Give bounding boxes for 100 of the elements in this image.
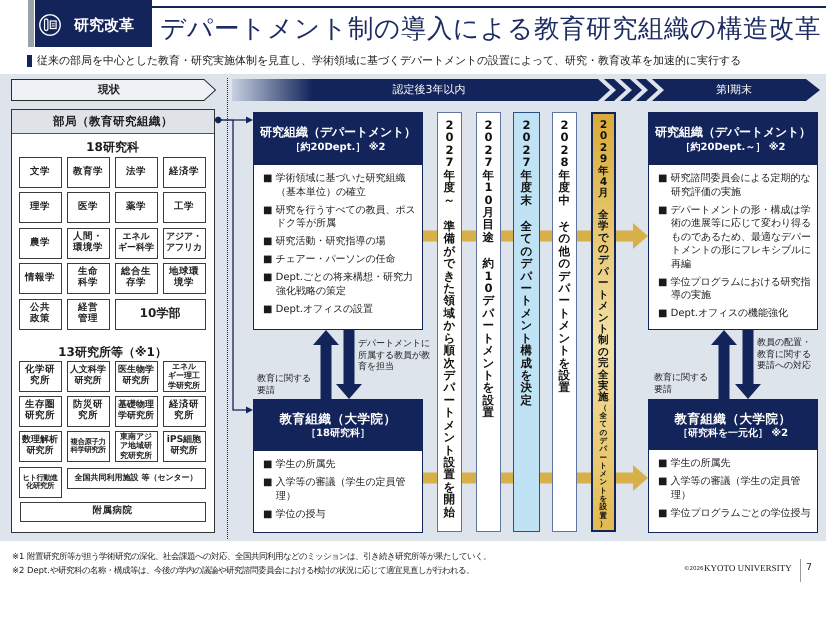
page-number: 7 bbox=[806, 562, 812, 574]
group-heading: 18研究科 bbox=[86, 138, 139, 154]
lead-text: 従来の部局を中心とした教育・研究実施体制を見直し、学術領域に基づくデパートメントの設置によって、研究・教育改革を加速的に実行する bbox=[37, 54, 741, 68]
footnote: ※2 Dept.や研究科の名称・構成等は、今後の学内の議論や研究諮問委員会における検討の状況に応じて適宜見直しが行われる。 bbox=[12, 565, 474, 576]
unit-cell: 農学 bbox=[18, 228, 62, 258]
unit-cell: 薬学 bbox=[114, 192, 158, 222]
connector-line bbox=[462, 230, 476, 242]
milestone-column bbox=[476, 112, 501, 532]
bullet-item: ■ 学位の授与 bbox=[263, 508, 327, 521]
milestone-text: 準備ができた領域から順次デパートメント設置を開始 bbox=[444, 220, 456, 518]
unit-cell: 理学 bbox=[18, 192, 62, 222]
card-title: 教育組織（大学院） bbox=[280, 410, 396, 427]
unit-cell: 10学部 bbox=[114, 298, 206, 330]
connector-line bbox=[423, 472, 437, 484]
milestone-text: その他のデパートメントを設置 bbox=[558, 220, 570, 394]
bullet-item: ■ 学術領域に基づいた研究組織（基本単位）の確立 bbox=[263, 172, 407, 199]
arrow bbox=[616, 223, 648, 249]
connector-line bbox=[540, 230, 552, 242]
connector-line bbox=[423, 230, 437, 242]
milestone-date: 2029年4月 bbox=[598, 120, 609, 200]
bullet-item: ■ Dept.オフィスの設置 bbox=[263, 302, 374, 316]
bullet-item: ■ 学位プログラムにおける研究指導の実施 bbox=[658, 276, 812, 302]
unit-cell: 数理解析研究所 bbox=[18, 430, 62, 462]
card-subtitle: ［約20Dept.］ ※2 bbox=[290, 140, 386, 154]
card-title: 研究組織（デパートメント） bbox=[260, 124, 416, 140]
unit-cell: 附属病院 bbox=[20, 502, 206, 522]
card-subtitle: ［約20Dept.～］ ※2 bbox=[680, 140, 786, 154]
milestone-date: 2028年度中 bbox=[558, 119, 570, 206]
milestone-text: 約10デパートメントを設置 bbox=[482, 257, 494, 419]
unit-cell: 経営管理 bbox=[66, 298, 110, 330]
section-label: 研究改革 bbox=[74, 15, 134, 35]
arrow bbox=[616, 465, 648, 491]
connector-line bbox=[540, 472, 552, 484]
bullet-item: ■ デパートメントの形・構成は学術の進展等に応じて変わり得るものであるため、最適なデパートメントの形にフレキシブルに再編 bbox=[658, 204, 812, 271]
unit-cell: 東南アジア地域研究研究所 bbox=[114, 430, 158, 462]
arrow bbox=[711, 330, 737, 399]
unit-cell: 生命科学 bbox=[66, 262, 110, 294]
bullet-item: ■ 学生の所属先 bbox=[263, 458, 337, 472]
bullet-item: ■ チェアー・パーソンの任命 bbox=[263, 253, 397, 266]
phase-label: 現状 bbox=[98, 82, 120, 98]
unit-cell: エネルギー科学 bbox=[114, 228, 158, 258]
milestone-date: 2027年10月目途 bbox=[482, 119, 494, 244]
unit-cell: アジア・アフリカ bbox=[162, 228, 206, 258]
unit-cell: 公共政策 bbox=[18, 298, 62, 330]
unit-cell: 教育学 bbox=[66, 156, 110, 188]
unit-cell: 医学 bbox=[66, 192, 110, 222]
bullet-item: ■ 研究活動・研究指導の場 bbox=[263, 235, 387, 248]
unit-cell: iPS細胞研究所 bbox=[162, 430, 206, 462]
org-card bbox=[648, 399, 818, 533]
unit-cell: 工学 bbox=[162, 192, 206, 222]
milestone-column bbox=[552, 112, 577, 532]
bullet-item: ■ 研究を行うすべての教員、ポスドク等が所属 bbox=[263, 204, 417, 230]
milestone-text: 全てのデパートメント構成を決定 bbox=[520, 220, 532, 406]
unit-cell: 情報学 bbox=[18, 262, 62, 294]
bullet-item: ■ 研究諮問委員会による定期的な研究評価の実施 bbox=[658, 172, 812, 199]
card-title: 教育組織（大学院） bbox=[674, 410, 792, 426]
unit-cell: 法学 bbox=[114, 156, 158, 188]
edge-label: デパートメントに所属する教員が教育を担当 bbox=[357, 339, 431, 374]
org-card bbox=[253, 112, 423, 330]
phase-label: 第Ⅰ期末 bbox=[716, 82, 752, 98]
milestone-column bbox=[591, 112, 616, 532]
edge-label: 教育に関する要請 bbox=[256, 374, 313, 397]
panel-heading: 部局（教育研究組織） bbox=[12, 110, 214, 134]
arrow bbox=[215, 116, 253, 414]
connector-line bbox=[577, 472, 591, 484]
unit-cell: 総合生存学 bbox=[114, 262, 158, 294]
group-heading: 13研究所等（※1） bbox=[58, 344, 167, 360]
edge-label: 教育に関する要請 bbox=[653, 373, 710, 396]
arrow bbox=[313, 330, 339, 399]
bullet-item: ■ 入学等の審議（学生の定員管理） bbox=[658, 475, 802, 502]
phase-label: 認定後3年以内 bbox=[392, 82, 466, 98]
institution-name: KYOTO UNIVERSITY bbox=[704, 562, 792, 574]
connector-line bbox=[577, 230, 591, 242]
unit-cell: 生存圏研究所 bbox=[18, 396, 62, 426]
unit-cell: 文学 bbox=[18, 156, 62, 188]
unit-cell: 人間・環境学 bbox=[66, 228, 110, 258]
org-card bbox=[648, 112, 818, 330]
organization-panel bbox=[11, 109, 215, 533]
edge-label: 教員の配置・教育に関する要請への対応 bbox=[756, 338, 814, 372]
bullet-item: ■ 学生の所属先 bbox=[658, 457, 732, 470]
bullet-item: ■ Dept.オフィスの機能強化 bbox=[658, 307, 789, 320]
unit-cell: 人文科学研究所 bbox=[66, 360, 110, 392]
connector-line bbox=[501, 230, 513, 242]
milestone-column bbox=[437, 112, 462, 532]
footnote: ※1 附置研究所等が担う学術研究の深化、社会課題への対応、全国共同利用などのミッションは、引き続き研究所等が果たしていく。 bbox=[12, 551, 492, 562]
page-title: デパートメント制の導入による教育研究組織の構造改革 bbox=[160, 13, 821, 45]
unit-cell: 化学研究所 bbox=[18, 360, 62, 392]
milestone-column bbox=[513, 112, 540, 532]
card-title: 研究組織（デパートメント） bbox=[655, 124, 811, 140]
milestone-date: 2027年度～ bbox=[444, 119, 456, 206]
card-subtitle: ［18研究科］ bbox=[306, 427, 370, 441]
milestone-text: 全学でのデパートメント制の完全実施 bbox=[598, 210, 609, 404]
connector-line bbox=[501, 472, 513, 484]
unit-cell: 医生物学研究所 bbox=[114, 360, 158, 392]
bullet-item: ■ 学位プログラムごとの学位授与 bbox=[658, 506, 812, 520]
unit-cell: 経済学 bbox=[162, 156, 206, 188]
card-subtitle: ［研究科を一元化］ ※2 bbox=[678, 426, 788, 440]
unit-cell: 基礎物理学研究所 bbox=[114, 396, 158, 426]
bullet-item: ■ 入学等の審議（学生の定員管理） bbox=[263, 476, 407, 503]
org-card bbox=[253, 399, 423, 533]
